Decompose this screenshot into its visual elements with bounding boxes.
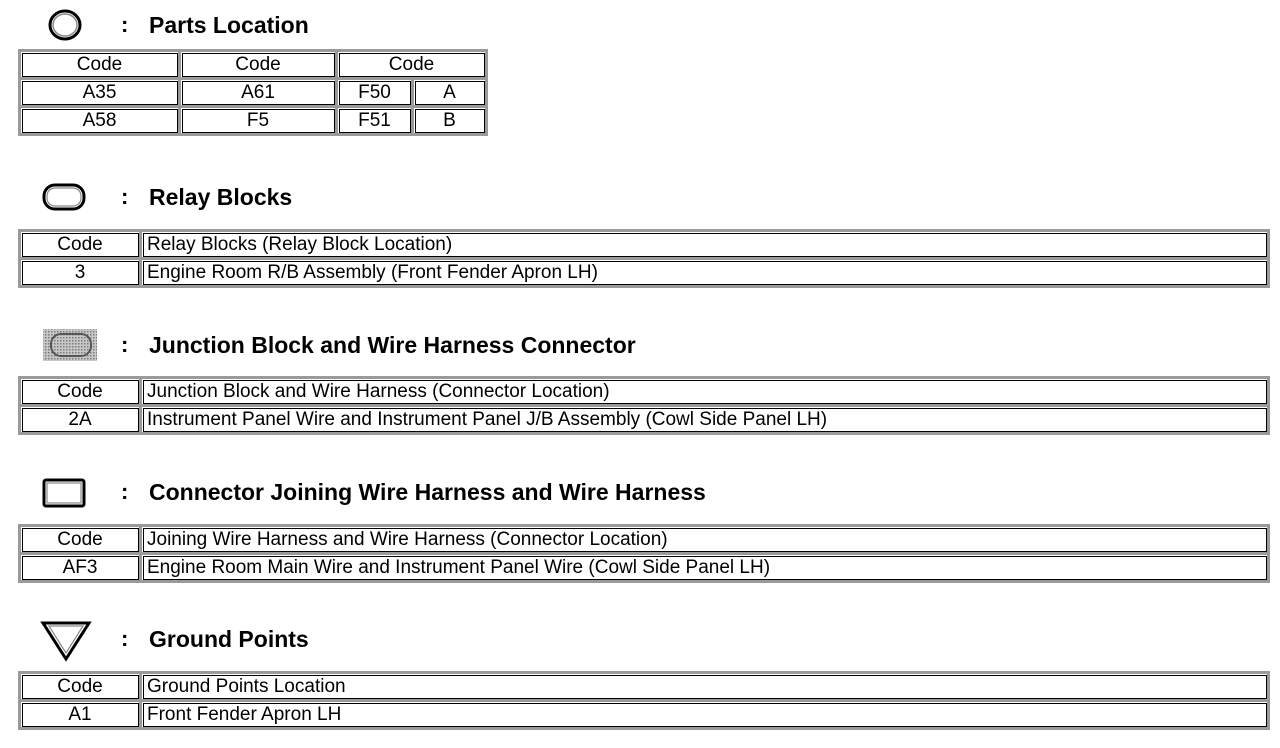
table-row: A35 A61 F50 A bbox=[18, 77, 488, 108]
table-cell: A58 bbox=[18, 105, 181, 136]
code-cell: AF3 bbox=[18, 552, 142, 583]
table-row: AF3 Engine Room Main Wire and Instrument… bbox=[18, 552, 1270, 583]
table-cell: A35 bbox=[18, 77, 181, 108]
rectangle-icon bbox=[42, 478, 86, 508]
code-cell: Code bbox=[18, 671, 142, 702]
table-cell: A61 bbox=[178, 77, 338, 108]
circle-icon bbox=[48, 9, 82, 41]
ground-points-heading: : Ground Points bbox=[0, 620, 700, 662]
description-cell: Junction Block and Wire Harness (Connect… bbox=[139, 376, 1270, 407]
relay-blocks-title: Relay Blocks bbox=[149, 184, 293, 210]
triangle-down-icon bbox=[40, 621, 92, 662]
table-row: Code Ground Points Location bbox=[18, 671, 1270, 702]
code-cell: Code bbox=[18, 376, 142, 407]
ground-points-table: Code Ground Points Location A1 Front Fen… bbox=[18, 671, 1270, 730]
relay-blocks-heading: : Relay Blocks bbox=[0, 181, 700, 213]
parts-location-heading: : Parts Location bbox=[0, 9, 700, 41]
shaded-rounded-rectangle-icon bbox=[43, 329, 97, 361]
code-cell: 3 bbox=[18, 257, 142, 288]
header-cell: Code bbox=[335, 49, 488, 80]
header-cell: Code bbox=[178, 49, 338, 80]
relay-blocks-table: Code Relay Blocks (Relay Block Location)… bbox=[18, 229, 1270, 288]
table-row: Code Junction Block and Wire Harness (Co… bbox=[18, 376, 1270, 407]
code-cell: A1 bbox=[18, 699, 142, 730]
parts-location-title: Parts Location bbox=[149, 12, 309, 38]
description-cell: Engine Room R/B Assembly (Front Fender A… bbox=[139, 257, 1270, 288]
table-cell: A bbox=[411, 77, 488, 108]
junction-block-table: Code Junction Block and Wire Harness (Co… bbox=[18, 376, 1270, 435]
description-cell: Instrument Panel Wire and Instrument Pan… bbox=[139, 404, 1270, 435]
ground-points-title: Ground Points bbox=[149, 626, 309, 652]
table-cell: F5 bbox=[178, 105, 338, 136]
connector-joining-table: Code Joining Wire Harness and Wire Harne… bbox=[18, 524, 1270, 583]
table-row: 3 Engine Room R/B Assembly (Front Fender… bbox=[18, 257, 1270, 288]
heading-colon: : bbox=[121, 332, 129, 357]
connector-joining-heading: : Connector Joining Wire Harness and Wir… bbox=[0, 476, 800, 508]
parts-location-table: Code Code Code A35 A61 F50 A A58 F5 F51 … bbox=[18, 49, 488, 136]
table-row: A1 Front Fender Apron LH bbox=[18, 699, 1270, 730]
code-cell: 2A bbox=[18, 404, 142, 435]
table-cell: F51 bbox=[335, 105, 414, 136]
table-row: Code Relay Blocks (Relay Block Location) bbox=[18, 229, 1270, 260]
connector-joining-title: Connector Joining Wire Harness and Wire … bbox=[149, 479, 706, 505]
description-cell: Relay Blocks (Relay Block Location) bbox=[139, 229, 1270, 260]
junction-block-title: Junction Block and Wire Harness Connecto… bbox=[149, 332, 636, 358]
junction-block-heading: : Junction Block and Wire Harness Connec… bbox=[0, 328, 800, 362]
code-cell: Code bbox=[18, 229, 142, 260]
code-cell: Code bbox=[18, 524, 142, 555]
table-row: 2A Instrument Panel Wire and Instrument … bbox=[18, 404, 1270, 435]
table-cell: B bbox=[411, 105, 488, 136]
heading-colon: : bbox=[121, 12, 129, 37]
description-cell: Joining Wire Harness and Wire Harness (C… bbox=[139, 524, 1270, 555]
table-row: Code Joining Wire Harness and Wire Harne… bbox=[18, 524, 1270, 555]
table-cell: F50 bbox=[335, 77, 414, 108]
table-row: Code Code Code bbox=[18, 49, 488, 80]
heading-colon: : bbox=[121, 479, 129, 504]
heading-colon: : bbox=[121, 184, 129, 209]
heading-colon: : bbox=[121, 626, 129, 651]
table-row: A58 F5 F51 B bbox=[18, 105, 488, 136]
header-cell: Code bbox=[18, 49, 181, 80]
rounded-rectangle-icon bbox=[42, 183, 86, 211]
description-cell: Engine Room Main Wire and Instrument Pan… bbox=[139, 552, 1270, 583]
description-cell: Front Fender Apron LH bbox=[139, 699, 1270, 730]
description-cell: Ground Points Location bbox=[139, 671, 1270, 702]
